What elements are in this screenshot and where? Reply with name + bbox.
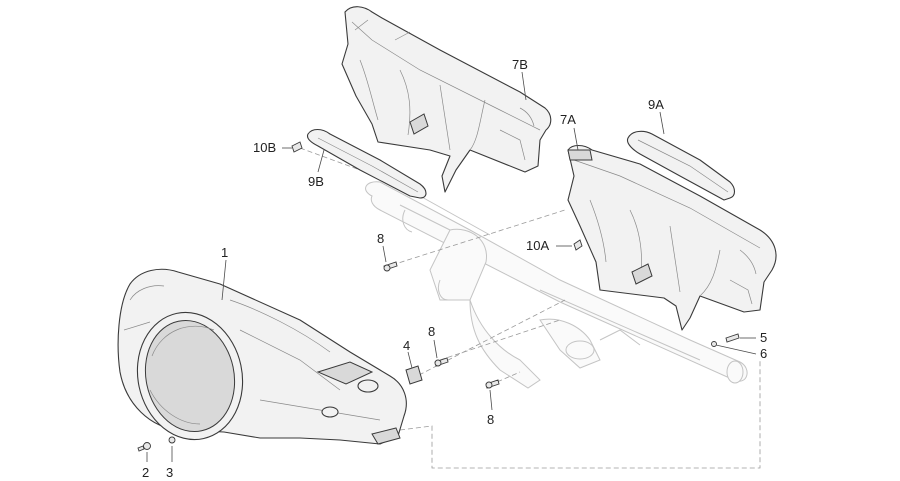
callout-6: 6	[760, 346, 767, 361]
callout-4: 4	[403, 338, 410, 353]
screw-8-middle	[434, 357, 449, 367]
part-7b-rear-cover	[341, 6, 552, 193]
callout-8-middle: 8	[428, 324, 435, 339]
callout-7a: 7A	[560, 112, 576, 127]
callout-3: 3	[166, 465, 173, 480]
callout-2: 2	[142, 465, 149, 480]
callout-8-lower: 8	[487, 412, 494, 427]
callout-10a: 10A	[526, 238, 549, 253]
callout-labels: 1 2 3 4 5 6 7A 7B 8 8 8 9A 9B 10A 10B	[142, 57, 767, 480]
screw-8-lower	[485, 379, 500, 389]
washer-3	[168, 436, 176, 444]
clip-10a	[573, 239, 583, 251]
callout-5: 5	[760, 330, 767, 345]
callout-9b: 9B	[308, 174, 324, 189]
callout-7b: 7B	[512, 57, 528, 72]
washer-6	[711, 341, 717, 347]
callout-9a: 9A	[648, 97, 664, 112]
part-10b-clip	[291, 141, 303, 153]
part-9a-trim	[626, 130, 736, 201]
handlebar-ghost	[365, 181, 748, 389]
hardware-screws	[137, 239, 740, 452]
callout-10b: 10B	[253, 140, 276, 155]
screw-2	[137, 442, 151, 452]
callout-8-left: 8	[377, 231, 384, 246]
nut-4	[405, 365, 423, 385]
screw-5	[725, 333, 740, 343]
part-9b-trim-strip	[306, 128, 427, 199]
screw-8-left	[383, 261, 398, 272]
callout-1: 1	[221, 245, 228, 260]
part-7a-front-cover	[567, 144, 777, 331]
leader-lines	[146, 71, 757, 462]
part-1-front-housing	[117, 268, 407, 445]
